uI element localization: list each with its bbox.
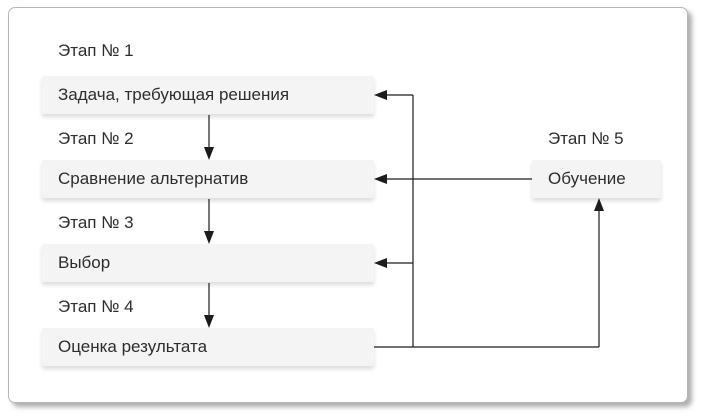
stage-label-3: Этап № 3 xyxy=(58,213,134,232)
stage-box-evaluation: Оценка результата xyxy=(42,328,374,366)
diagram-frame: Этап № 1 Этап № 2 Этап № 3 Этап № 4 Этап… xyxy=(8,7,688,403)
stage-label-4: Этап № 4 xyxy=(58,297,134,316)
stage-box-comparison: Сравнение альтернатив xyxy=(42,160,374,198)
stage-box-problem: Задача, требующая решения xyxy=(42,76,374,114)
flow-arrow-2-3 xyxy=(204,199,214,244)
stage-box-learning: Обучение xyxy=(532,160,661,198)
feedback-arrow-to-stage1 xyxy=(374,90,413,100)
flow-line-evaluation-to-learning xyxy=(374,198,604,348)
flow-arrow-3-4 xyxy=(204,283,214,328)
feedback-arrow-learning-to-stage2 xyxy=(374,174,532,184)
flow-arrow-1-2 xyxy=(204,115,214,160)
stage-label-2: Этап № 2 xyxy=(58,129,134,148)
stage-label-1: Этап № 1 xyxy=(58,41,134,60)
stage-box-choice: Выбор xyxy=(42,244,374,282)
feedback-arrow-to-stage3 xyxy=(374,258,413,268)
stage-label-5: Этап № 5 xyxy=(548,129,624,148)
